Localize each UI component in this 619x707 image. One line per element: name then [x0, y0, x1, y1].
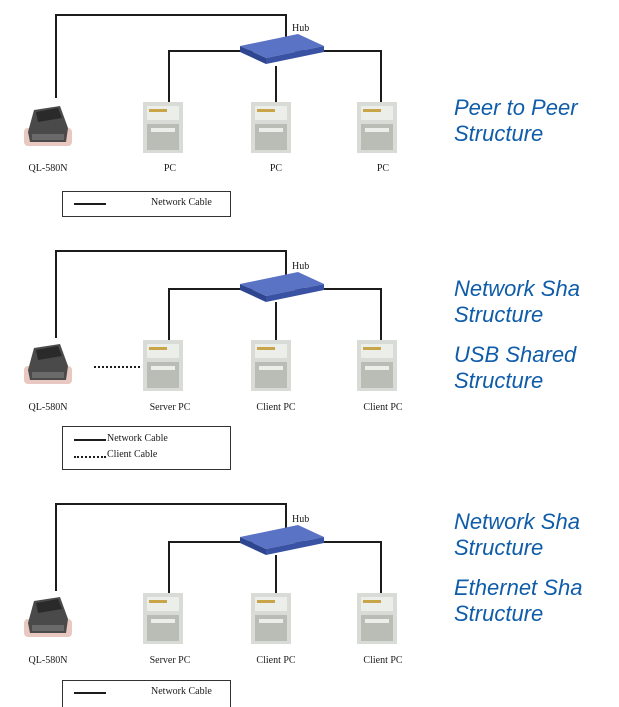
printer-icon — [24, 106, 72, 146]
hub-label: Hub — [292, 261, 310, 272]
hub-label: Hub — [292, 23, 310, 34]
usb-client-cable — [94, 366, 140, 368]
pc-icon — [143, 102, 183, 153]
server-pc-icon — [143, 593, 183, 644]
title-line: Structure — [454, 121, 544, 146]
hub-icon — [240, 525, 324, 555]
pc-label: Client PC — [363, 655, 403, 666]
hub-label: Hub — [292, 514, 310, 525]
legend-client-cable-swatch — [74, 456, 106, 458]
printer-uplink-horizontal — [55, 250, 287, 252]
client-pc-icon — [357, 340, 397, 391]
section-title: Network Sha Structure — [454, 276, 580, 328]
printer-label: QL-580N — [28, 402, 68, 413]
legend: Network Cable Client Cable — [62, 426, 231, 470]
pc-bus-middle — [275, 555, 277, 593]
legend-network-cable-label: Network Cable — [151, 686, 212, 697]
pc-label: Client PC — [363, 402, 403, 413]
hub-drop — [285, 14, 287, 44]
legend-network-cable-swatch — [74, 692, 106, 694]
pc-label: PC — [163, 163, 177, 174]
pc-icon — [357, 102, 397, 153]
printer-uplink-vertical — [55, 503, 57, 591]
title-line: Peer to Peer — [454, 95, 578, 120]
hub-drop — [285, 503, 287, 535]
legend-network-cable-swatch — [74, 439, 106, 441]
legend-client-cable-label: Client Cable — [107, 449, 158, 460]
printer-uplink-horizontal — [55, 14, 287, 16]
pc-bus-left — [168, 288, 170, 340]
hub-icon — [240, 272, 324, 302]
title-line: USB Shared — [454, 342, 577, 367]
pc-bus-right — [380, 288, 382, 340]
section-subtitle: USB Shared Structure — [454, 342, 576, 394]
printer-uplink-vertical — [55, 14, 57, 98]
hub-icon — [240, 34, 324, 64]
section-title: Peer to Peer Structure — [454, 95, 578, 147]
client-pc-icon — [251, 340, 291, 391]
client-pc-icon — [251, 593, 291, 644]
pc-label: PC — [269, 163, 283, 174]
pc-label: Client PC — [256, 402, 296, 413]
pc-label: Client PC — [256, 655, 296, 666]
pc-bus-left — [168, 541, 170, 593]
pc-bus-right — [380, 541, 382, 593]
pc-label: Server PC — [149, 402, 191, 413]
title-line: Structure — [454, 302, 544, 327]
pc-label: Server PC — [149, 655, 191, 666]
pc-icon — [251, 102, 291, 153]
legend-network-cable-label: Network Cable — [107, 433, 168, 444]
client-pc-icon — [357, 593, 397, 644]
legend-network-cable-label: Network Cable — [151, 197, 212, 208]
printer-label: QL-580N — [28, 163, 68, 174]
pc-label: PC — [376, 163, 390, 174]
hub-drop — [285, 250, 287, 282]
pc-bus-middle — [275, 66, 277, 102]
printer-icon — [24, 597, 72, 637]
title-line: Structure — [454, 535, 544, 560]
pc-bus-right — [380, 50, 382, 102]
section-title: Network Sha Structure — [454, 509, 580, 561]
title-line: Structure — [454, 601, 544, 626]
printer-icon — [24, 344, 72, 384]
printer-uplink-vertical — [55, 250, 57, 338]
pc-bus-middle — [275, 302, 277, 340]
title-line: Network Sha — [454, 276, 580, 301]
legend-network-cable-swatch — [74, 203, 106, 205]
server-pc-icon — [143, 340, 183, 391]
title-line: Network Sha — [454, 509, 580, 534]
title-line: Structure — [454, 368, 544, 393]
pc-bus-left — [168, 50, 170, 102]
printer-uplink-horizontal — [55, 503, 287, 505]
legend: Network Cable — [62, 191, 231, 217]
section-subtitle: Ethernet Sha Structure — [454, 575, 582, 627]
printer-label: QL-580N — [28, 655, 68, 666]
title-line: Ethernet Sha — [454, 575, 583, 600]
